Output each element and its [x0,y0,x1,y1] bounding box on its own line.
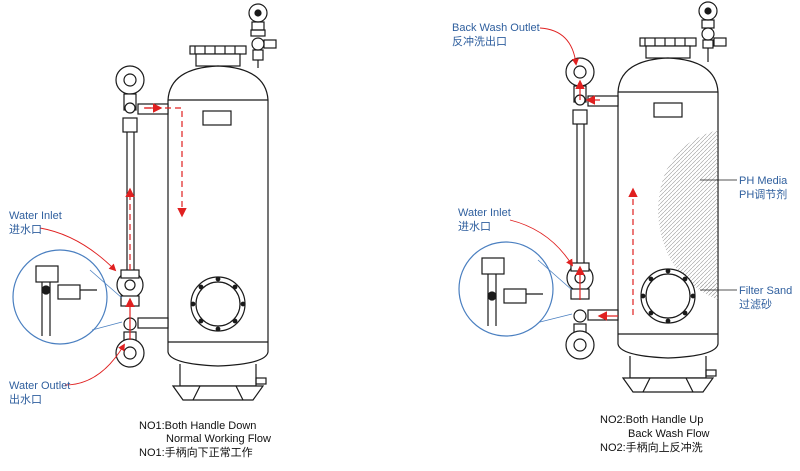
right-handhole [640,268,696,324]
left-water-inlet-label-cn: 进水口 [9,224,42,236]
right-caption-line3: NO2:手柄向上反冲洗 [600,442,703,454]
left-water-inlet-label: Water Inlet [9,210,62,222]
right-bottom-flange [565,323,595,360]
right-nameplate [653,102,683,118]
left-nameplate [202,110,232,126]
right-filter-sand-label: Filter Sand [739,285,793,297]
right-pressure-gauge-icon [698,1,727,62]
left-valve-detail-inset [12,249,108,345]
right-water-inlet-label: Water Inlet [458,207,511,219]
left-upper-valve [122,102,169,133]
right-ph-media [658,130,718,300]
left-pressure-gauge-icon [248,3,277,68]
right-flow-path [509,27,638,321]
left-mid-valve [116,269,169,331]
right-filter-assembly [458,1,727,393]
right-ph-media-label-cn: PH调节剂 [739,189,788,201]
left-tank-legs [171,364,267,401]
left-top-manhole [189,45,247,67]
right-ph-media-label: PH Media [739,175,788,187]
left-caption-line3: NO1:手柄向下正常工作 [139,447,253,459]
left-caption-line1: NO1:Both Handle Down [139,420,257,432]
left-water-outlet-label: Water Outlet [9,380,71,392]
right-backwash-outlet-label-cn: 反冲洗出口 [452,36,507,48]
left-flow-path [39,103,187,386]
right-mid-valve [566,262,619,323]
left-filter-assembly [12,3,277,401]
right-water-inlet-label-cn: 进水口 [458,221,491,233]
right-tank-legs [621,356,717,393]
left-caption-line2: Normal Working Flow [166,433,271,445]
left-handhole [190,276,246,332]
right-bypass-pipe [576,110,585,265]
right-backwash-outlet-label: Back Wash Outlet [452,22,540,34]
right-top-manhole [639,37,697,59]
right-caption-line1: NO2:Both Handle Up [600,414,704,426]
right-caption-line2: Back Wash Flow [628,428,710,440]
right-filter-sand-label-cn: 过滤砂 [739,299,772,311]
right-valve-detail-inset [458,241,554,337]
right-filter-sand [690,282,718,300]
left-water-outlet-label-cn: 出水口 [9,394,42,406]
right-callout-lines [700,179,737,291]
